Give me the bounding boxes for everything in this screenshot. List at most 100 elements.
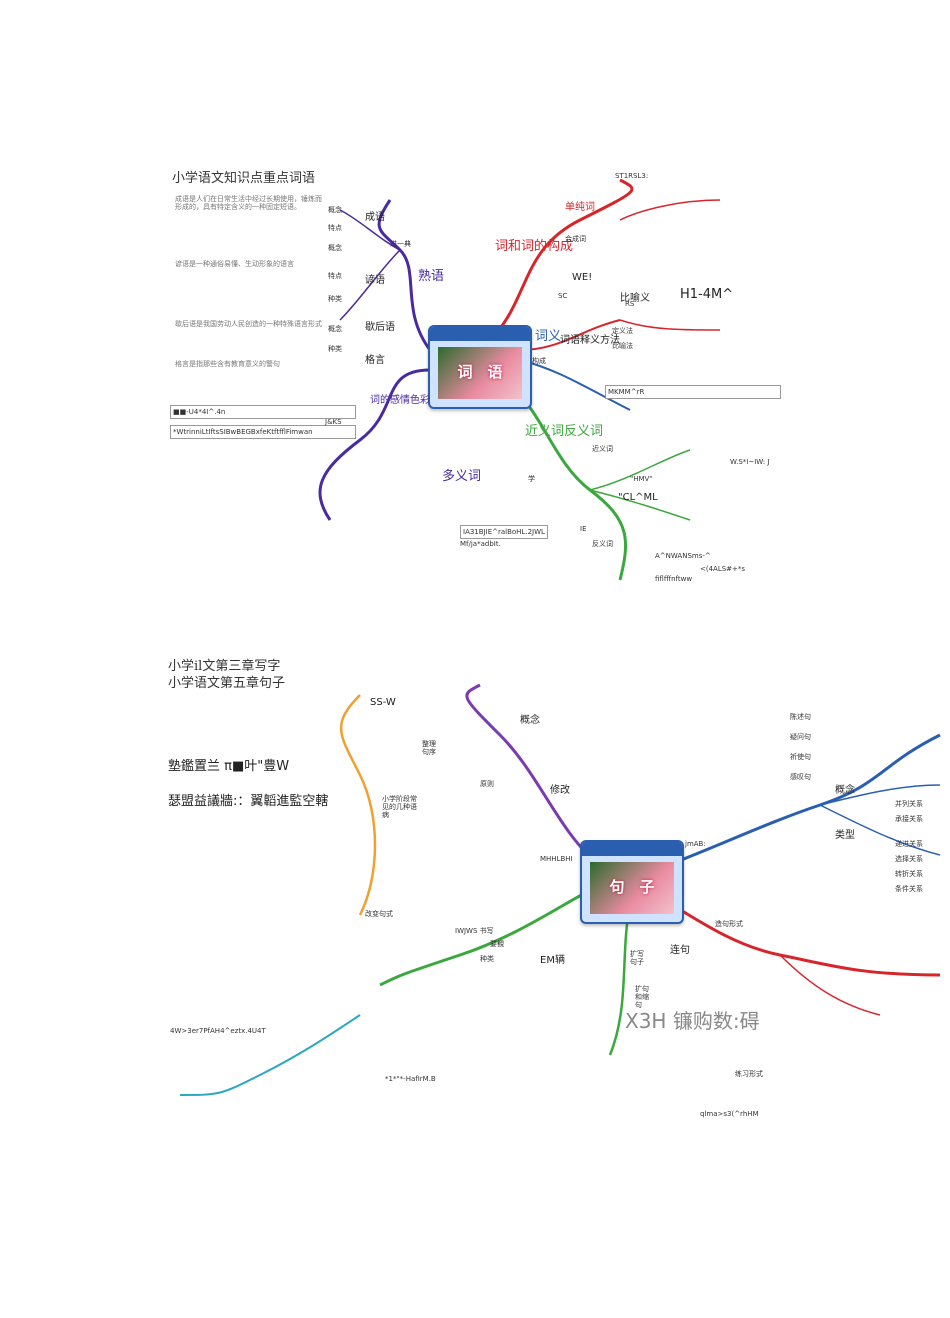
right-node-0: 概念 <box>835 785 855 796</box>
bottom-code-5: MHHLBHI <box>540 855 573 863</box>
left-node-0: 成语 <box>365 212 385 223</box>
right-text-5: 条件关系 <box>895 885 923 893</box>
left-sub-1: 特点 <box>328 224 342 232</box>
branch-label-5: 扩句和缩句 <box>635 985 649 1010</box>
bottom-code-6: qlma>s3(^rhHM <box>700 1110 759 1118</box>
bottom-branches <box>179 683 941 1096</box>
code-5: "HMV" <box>630 475 653 483</box>
left-label-1: 整理句序 <box>422 740 436 757</box>
left-node-3: 格言 <box>365 355 385 366</box>
top-center-label: 词 语 <box>457 363 503 381</box>
left-text-0: 成语是人们在日常生活中经过长期使用，锤炼而形成的，具有特定含义的一种固定短语。 <box>175 195 322 212</box>
branch-ci-gou-cheng: 词和词的构成 <box>495 239 574 254</box>
branch-teal <box>179 1014 361 1096</box>
calendar-bar <box>430 327 530 341</box>
left-sub-3: 特点 <box>328 272 342 280</box>
mid-label-2: 学 <box>528 475 535 483</box>
left-text-3: 格言是指那些含有教育意义的警句 <box>175 360 280 368</box>
bottom-mindmap: 小学il文第三章写字 小学语文第五章句子 句 子 SS-W 整理句序 小学阶段常… <box>160 655 950 1135</box>
branch-green <box>499 378 627 581</box>
branch-label-0: 概念 <box>520 715 540 726</box>
mid-label-1: 构成 <box>532 357 546 365</box>
branch-purple <box>465 683 601 867</box>
calendar-bar <box>582 842 682 856</box>
branch-purple-left <box>377 199 432 351</box>
code-0: ■■-U4*4I^.4n <box>170 405 356 420</box>
left-label-3: 改变句式 <box>365 910 393 918</box>
bottom-code-2: EM辆 <box>540 955 565 966</box>
bottom-code-1: 瑟盟益議牆:：翼韜進監空轄 <box>168 794 329 809</box>
branch-red <box>488 178 634 342</box>
branch-duoyi: 多义词 <box>442 469 482 484</box>
branch-orange <box>339 694 377 916</box>
right-text-2: SC <box>558 292 568 300</box>
calendar-picture <box>590 862 674 914</box>
bottom-title-2: 小学语文第五章句子 <box>168 676 286 691</box>
bottom-code-7: *1*"*-HafIrM.B <box>385 1075 436 1083</box>
sub-left-2 <box>339 249 401 321</box>
left-label-2: 小学阶段常见的几种语病 <box>382 795 417 820</box>
left-sub-6: 种类 <box>328 345 342 353</box>
mid-label-0: 进一典 <box>390 240 411 248</box>
left-sub-2: 概念 <box>328 244 342 252</box>
right-node-1: 合成词 <box>565 235 586 243</box>
left-text-1: 谚语是一种通俗易懂、生动形象的语言 <box>175 260 294 268</box>
top-title: 小学语文知识点重点词语 <box>172 171 316 186</box>
bottom-code-9: IWJWS 书写 <box>455 927 494 935</box>
branch-label-6: 造句形式 <box>715 920 743 928</box>
left-label-4: 扩写句子 <box>630 950 644 967</box>
branch-jin-fan-yi: 近义词反义词 <box>525 424 604 439</box>
right-text-1: 承接关系 <box>895 815 923 823</box>
sub-green-2 <box>589 489 691 521</box>
branch-label-7: 练习形式 <box>735 1070 763 1078</box>
code-3: MKMM^rR <box>605 385 781 400</box>
branch-ci-yi: 词义 <box>535 329 562 344</box>
right-text-7: 反义词 <box>592 540 613 548</box>
sub-blue-2 <box>819 804 941 856</box>
bottom-center-label: 句 子 <box>609 878 655 896</box>
code-11: fiflfffnftww <box>655 575 693 583</box>
branch-label-4: 连句 <box>670 945 690 956</box>
branch-shuyu: 熟语 <box>418 269 445 284</box>
right-node-5: 感叹句 <box>790 773 811 781</box>
branch-purple-mid <box>318 368 431 521</box>
right-node-4: 祈使句 <box>790 753 811 761</box>
left-node-1: 谚语 <box>365 275 385 286</box>
right-text-2: 递进关系 <box>895 840 923 848</box>
right-text-0: ST1RSL3: <box>615 172 649 180</box>
right-text-4: 转折关系 <box>895 870 923 878</box>
sub-green-1 <box>589 449 691 491</box>
sub-red-1 <box>779 954 881 1016</box>
code-8: Mf/ja*adbIt. <box>460 540 501 548</box>
right-node-3: 疑问句 <box>790 733 811 741</box>
code-1: *WtrinniLtIftsSIBwBEGBxfeKtftfflFimwan <box>170 425 356 440</box>
sub-blue-1 <box>819 784 941 806</box>
left-node-2: 歇后语 <box>365 322 395 333</box>
right-text-5: 比喻法 <box>612 342 633 350</box>
left-sub-5: 概念 <box>328 325 342 333</box>
branch-label-1: 修改 <box>550 785 570 796</box>
right-text-1: WE! <box>572 272 593 283</box>
right-node-2: 陈述句 <box>790 713 811 721</box>
code-6: "CL^ML <box>618 492 658 503</box>
calendar-picture <box>438 347 522 399</box>
branch-red-right <box>519 319 621 351</box>
left-text-2: 歇后语是我国劳动人民创造的一种特殊语言形式 <box>175 320 322 328</box>
right-node-1: 类型 <box>835 830 855 841</box>
branch-green <box>379 883 601 987</box>
left-label-0: SS-W <box>370 697 396 708</box>
sub-left-1 <box>339 209 401 251</box>
bottom-code-3: X3H 镰购数:碍 <box>625 1009 760 1033</box>
bottom-code-10: 要覩 <box>490 940 504 948</box>
left-sub-0: 概念 <box>328 206 342 214</box>
mid-label-4: J&KS <box>325 418 342 426</box>
code-9: A^NWANSms-^ <box>655 552 711 560</box>
mid-label-3: IE <box>580 525 587 533</box>
sub-right-2 <box>619 319 721 331</box>
right-text-0: 并列关系 <box>895 800 923 808</box>
top-center-calendar: 词 语 <box>428 325 532 409</box>
right-node-3: 词语释义方法 <box>560 335 620 346</box>
branch-cise: 词的感情色彩 <box>370 395 430 406</box>
right-text-3: 选择关系 <box>895 855 923 863</box>
branch-label-3: 种类 <box>480 955 494 963</box>
